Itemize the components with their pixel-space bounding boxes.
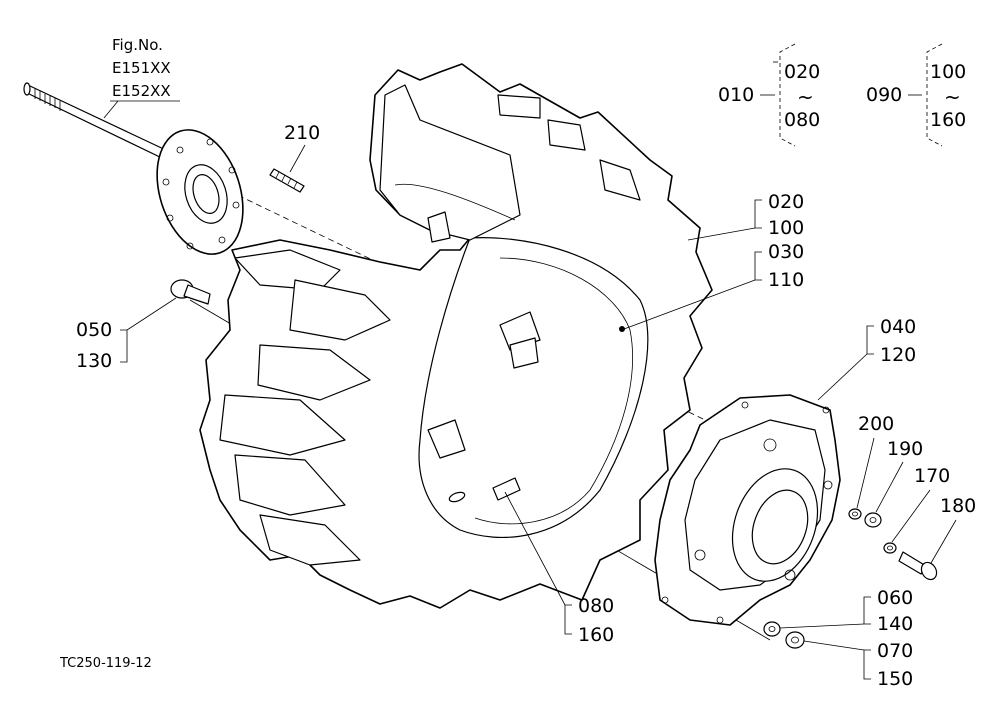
callout-060: 060 [877, 587, 913, 609]
callout-100: 100 [768, 217, 804, 239]
callout-150: 150 [877, 668, 913, 690]
fig-heading: Fig.No. [112, 36, 163, 54]
legend-ref-090: 090 [866, 84, 902, 106]
callout-050: 050 [76, 319, 112, 341]
rim-marker [619, 326, 625, 332]
callout-070: 070 [877, 640, 913, 662]
fig-number-2: E152XX [112, 82, 171, 100]
footer-code: TC250-119-12 [59, 656, 152, 671]
hardware-200 [848, 508, 862, 520]
hardware-180 [898, 551, 938, 581]
callout-180: 180 [940, 495, 976, 517]
wheel-disc [654, 394, 841, 626]
legend-tilde-010: ~ [797, 85, 814, 109]
hub-bolt [170, 279, 211, 305]
legend-to-090: 160 [930, 109, 966, 131]
legend-group-090: 090 100 ~ 160 [866, 43, 966, 147]
callout-020: 020 [768, 191, 804, 213]
stud-bolt [269, 168, 305, 193]
callout-120: 120 [880, 344, 916, 366]
legend-tilde-090: ~ [944, 85, 961, 109]
hardware-060 [763, 621, 781, 637]
callout-190: 190 [887, 438, 923, 460]
callout-040: 040 [880, 316, 916, 338]
callout-200: 200 [858, 413, 894, 435]
hardware-070 [785, 631, 805, 649]
legend-from-010: 020 [784, 61, 820, 83]
hardware-170 [883, 542, 897, 554]
callout-110: 110 [768, 269, 804, 291]
callout-160: 160 [578, 624, 614, 646]
callout-030: 030 [768, 241, 804, 263]
legend-ref-010: 010 [718, 84, 754, 106]
legend-from-090: 100 [930, 61, 966, 83]
legend-group-010: 010 020 ~ 080 [718, 43, 820, 147]
fig-number-1: E151XX [112, 59, 171, 77]
legend-to-010: 080 [784, 109, 820, 131]
callout-080: 080 [578, 595, 614, 617]
fig-leader [103, 100, 119, 119]
callout-210: 210 [284, 122, 320, 144]
hardware-190 [864, 512, 882, 528]
callout-140: 140 [877, 613, 913, 635]
callout-170: 170 [914, 465, 950, 487]
tire [199, 63, 713, 609]
callout-130: 130 [76, 350, 112, 372]
hub-flange [156, 129, 244, 255]
